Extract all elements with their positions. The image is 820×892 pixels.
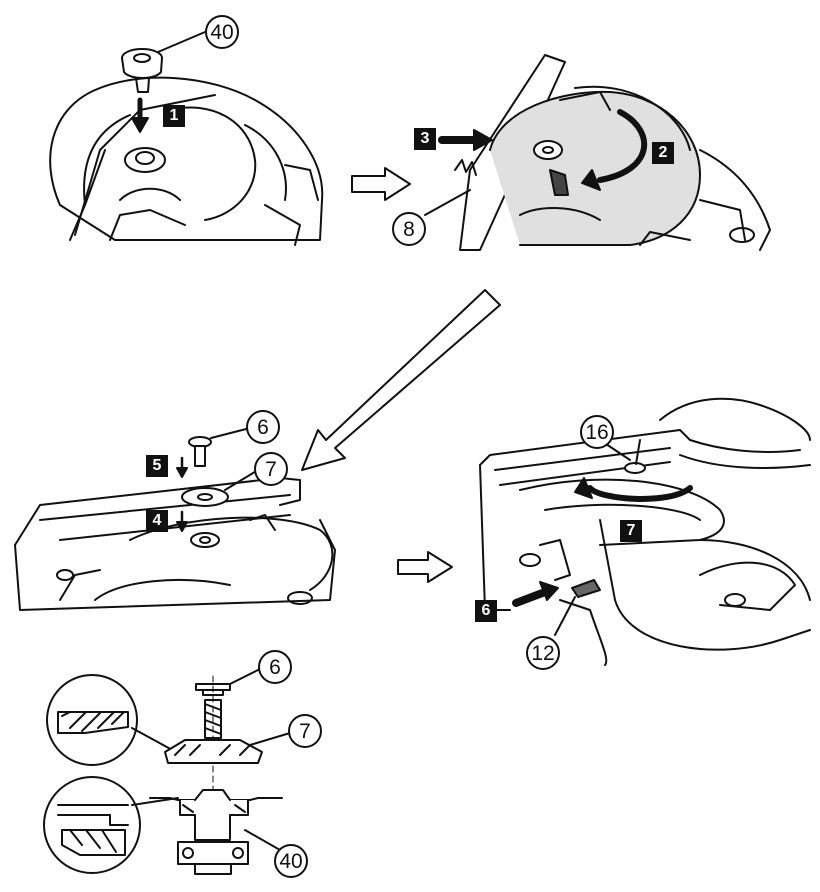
flow-arrow-diagonal [301,289,501,471]
callout-nut-detail: 40 [274,844,308,878]
panel-remove-nut [49,31,324,246]
callout-spindle-lock: 16 [580,415,614,449]
callout-nut: 40 [205,15,239,49]
step-badge-5: 5 [146,455,168,477]
callout-lever: 12 [526,636,560,670]
callout-bolt: 6 [246,410,280,444]
callout-blade: 8 [392,212,426,246]
step-badge-7: 7 [620,520,642,542]
panel-tighten-bolt [479,397,811,666]
step-badge-4: 4 [146,510,168,532]
callout-bolt-detail: 6 [258,650,292,684]
panel-install-washer [14,427,336,611]
step-badge-6: 6 [475,600,497,622]
step-badge-1: 1 [163,105,185,127]
callout-washer-detail: 7 [288,714,322,748]
panel-remove-blade [424,54,771,251]
flow-arrow-right [351,167,411,201]
step-badge-2: 2 [652,142,674,164]
step-badge-3: 3 [414,128,436,150]
flow-arrow-right [397,551,453,583]
callout-washer: 7 [254,452,288,486]
panel-section-detail [43,667,291,875]
